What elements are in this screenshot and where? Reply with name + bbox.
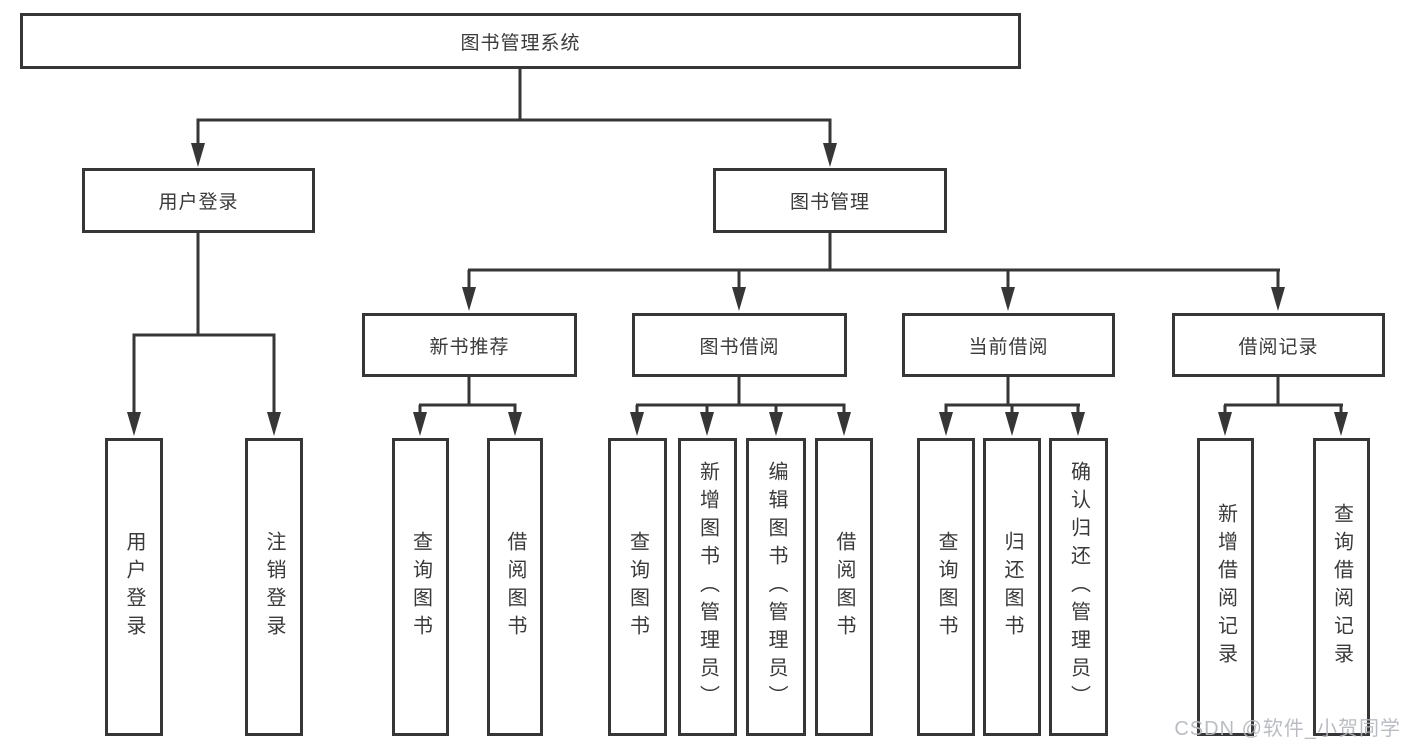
arrowhead xyxy=(769,412,783,436)
arrowhead xyxy=(267,412,281,436)
arrowhead xyxy=(191,143,205,167)
leaf-return-books: 归还图书 xyxy=(983,438,1041,736)
arrowhead xyxy=(837,412,851,436)
connector-book-management-to-level3 xyxy=(462,233,1285,311)
arrowhead xyxy=(700,412,714,436)
connector-new-book-recommend-to-leaves xyxy=(413,377,522,436)
arrowhead xyxy=(1218,412,1232,436)
arrowhead xyxy=(413,412,427,436)
leaf-borrow-books: 借阅图书 xyxy=(815,438,873,736)
arrowhead xyxy=(127,412,141,436)
arrowhead xyxy=(1005,412,1019,436)
leaf-logout: 注销登录 xyxy=(245,438,303,736)
node-new-book-recommend: 新书推荐 xyxy=(362,313,577,377)
leaf-query-books-recommend: 查询图书 xyxy=(392,438,449,736)
node-library-management-system: 图书管理系统 xyxy=(20,13,1021,69)
arrowhead xyxy=(1334,412,1348,436)
node-borrow-records: 借阅记录 xyxy=(1172,313,1385,377)
connector-borrow-records-to-leaves xyxy=(1218,377,1348,436)
connector-book-borrow-to-leaves xyxy=(630,377,851,436)
leaf-query-borrow-record: 查询借阅记录 xyxy=(1313,438,1370,736)
connector-current-borrow-to-leaves xyxy=(939,377,1085,436)
leaf-confirm-return-admin: 确认归还（管理员） xyxy=(1049,438,1108,736)
connector-user-login-to-leaves xyxy=(127,233,281,436)
node-user-login: 用户登录 xyxy=(82,168,315,233)
arrowhead xyxy=(508,412,522,436)
arrowhead xyxy=(630,412,644,436)
arrowhead xyxy=(823,143,837,167)
leaf-borrow-books-recommend: 借阅图书 xyxy=(487,438,543,736)
arrowhead xyxy=(1271,287,1285,311)
leaf-add-books-admin: 新增图书（管理员） xyxy=(678,438,737,736)
leaf-edit-books-admin: 编辑图书（管理员） xyxy=(746,438,806,736)
leaf-add-borrow-record: 新增借阅记录 xyxy=(1197,438,1254,736)
arrowhead xyxy=(732,287,746,311)
node-book-management: 图书管理 xyxy=(713,168,947,233)
leaf-query-books-borrow: 查询图书 xyxy=(608,438,667,736)
leaf-user-login: 用户登录 xyxy=(105,438,163,736)
leaf-query-books-current: 查询图书 xyxy=(917,438,975,736)
arrowhead xyxy=(1001,287,1015,311)
node-current-borrow: 当前借阅 xyxy=(902,313,1115,377)
arrowhead xyxy=(939,412,953,436)
arrowhead xyxy=(1071,412,1085,436)
node-book-borrow: 图书借阅 xyxy=(632,313,847,377)
connector-root-to-level2 xyxy=(191,68,837,167)
arrowhead xyxy=(462,287,476,311)
